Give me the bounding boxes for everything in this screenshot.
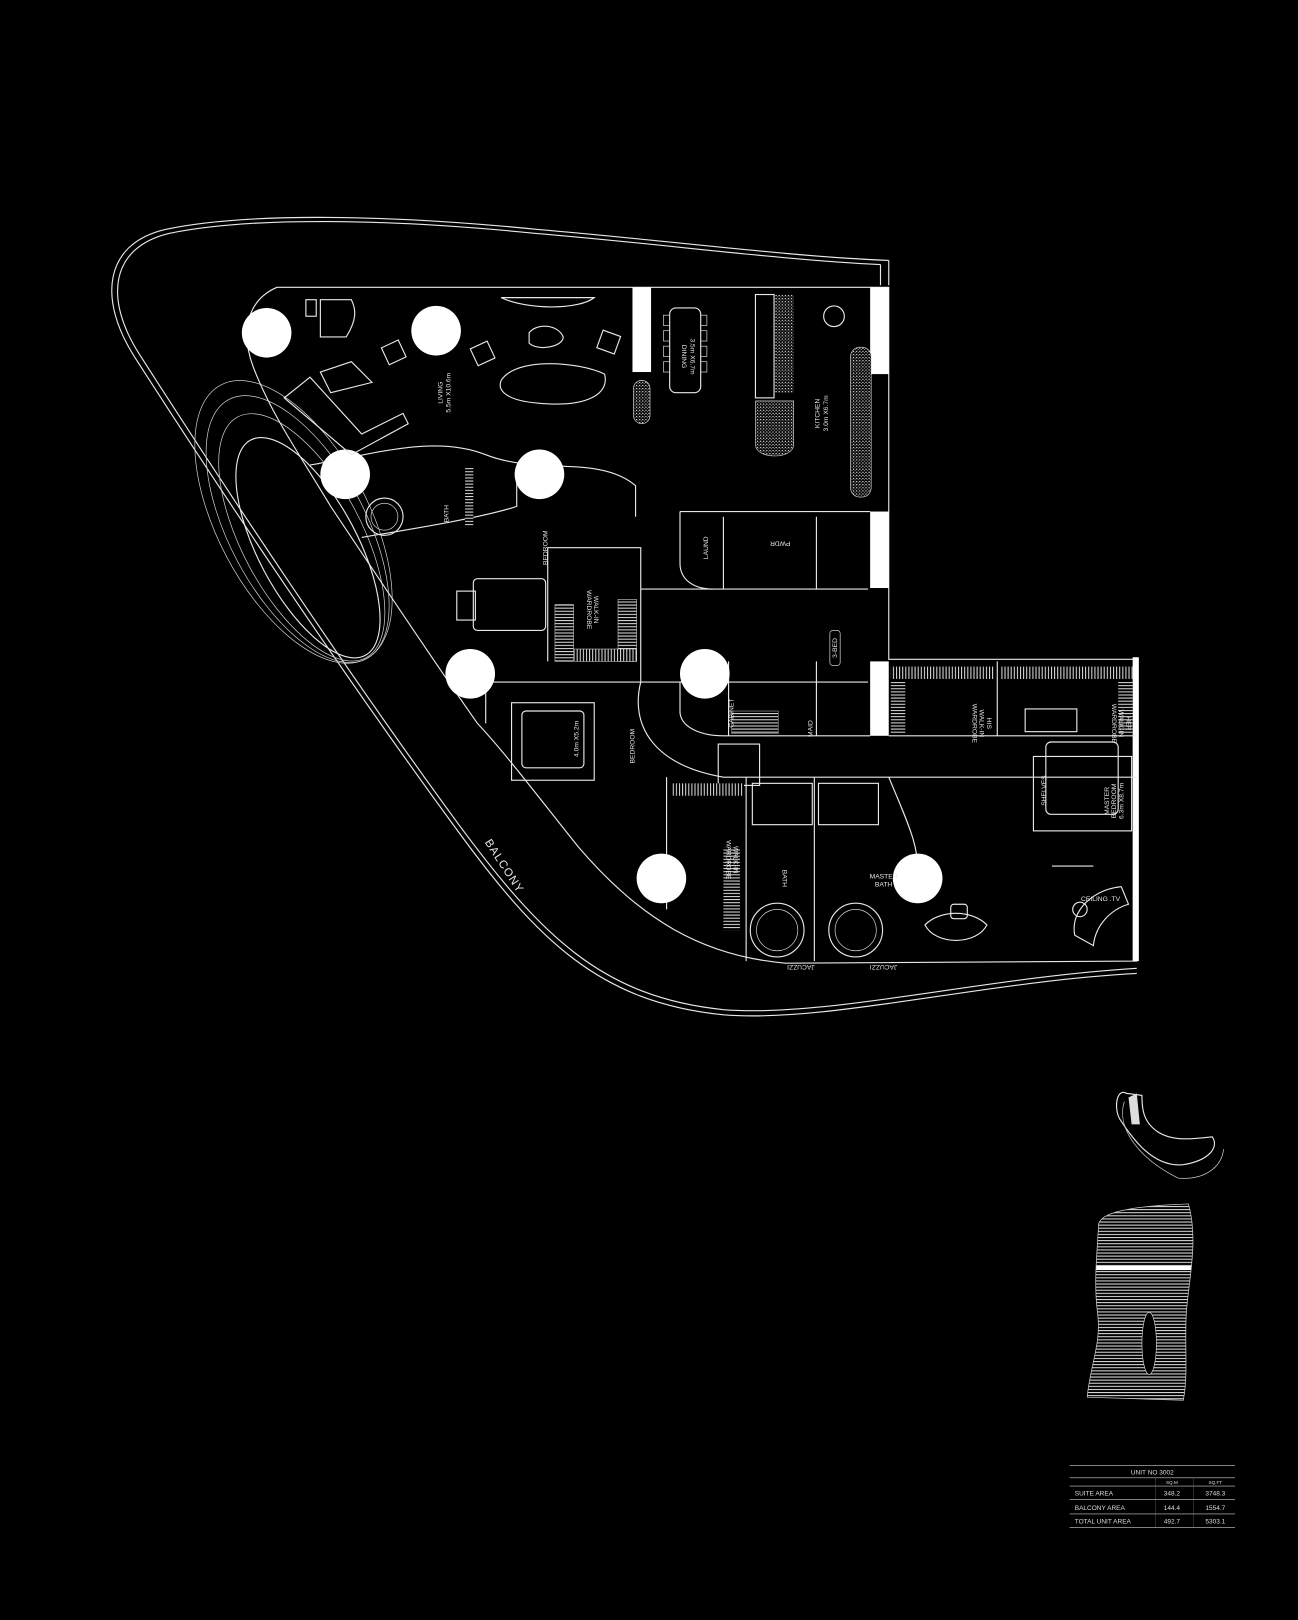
balcony-outline xyxy=(111,216,1137,1017)
label-jacuzzi-1: JACUZZI xyxy=(787,963,815,970)
label-walkin-2: WALK-INWARDROBE xyxy=(725,840,739,880)
row-label: TOTAL UNIT AREA xyxy=(1075,1518,1132,1525)
label-dining: 3.5m X6.7mDINING xyxy=(680,338,695,375)
label-three-bed: 3-BED xyxy=(832,638,839,658)
label-shelves: SHELVES xyxy=(1041,775,1048,806)
table-row: TOTAL UNIT AREA 492.7 5303.1 xyxy=(1075,1518,1226,1525)
label-bath-2: BATH xyxy=(780,870,787,888)
label-kitchen: KITCHEN3.0m X6.7m xyxy=(815,395,830,432)
building-elevation-thumbnail xyxy=(1086,1203,1194,1401)
label-jacuzzi-2: JACUZZI xyxy=(870,963,898,970)
column-header-sqft: SQ.FT xyxy=(1208,1480,1222,1485)
furniture xyxy=(283,293,1133,958)
table-title: UNIT NO 3002 xyxy=(1131,1470,1174,1477)
pillars xyxy=(241,305,943,904)
row-label: SUITE AREA xyxy=(1075,1490,1114,1497)
table-row: SUITE AREA 348.2 3748.3 xyxy=(1075,1490,1226,1497)
row-sqm: 348.2 xyxy=(1164,1490,1181,1497)
structural-walls xyxy=(632,287,1139,962)
row-sqft: 1554.7 xyxy=(1205,1505,1225,1512)
row-sqft: 3748.3 xyxy=(1205,1490,1225,1497)
label-living: LIVING5.5m X10.6m xyxy=(437,372,452,412)
label-bedroom-3: BEDROOM xyxy=(630,728,637,763)
label-bedroom-2: 4.0m X5.2m xyxy=(574,720,581,757)
column-header-sqm: SQ.M xyxy=(1166,1480,1178,1485)
label-master-bedroom: MASTERBEDROOM6.3m X8.7m xyxy=(1104,782,1125,819)
label-maid: MAID xyxy=(807,720,814,737)
label-his-walkin: HISWALK-INWARDROBE xyxy=(970,704,991,744)
label-cabinet: CABINET xyxy=(729,699,736,728)
key-plan-thumbnail xyxy=(1115,1091,1224,1179)
row-label: BALCONY AREA xyxy=(1075,1505,1126,1512)
balcony-oval-feature xyxy=(194,380,393,664)
row-sqft: 5303.1 xyxy=(1205,1518,1225,1525)
label-bedroom-1: BEDROOM xyxy=(543,530,550,565)
label-laundry: LAUND xyxy=(703,536,710,559)
three-bed-tag xyxy=(829,630,841,666)
table-row: BALCONY AREA 144.4 1554.7 xyxy=(1075,1505,1226,1512)
label-balcony: BALCONY xyxy=(482,837,526,895)
area-table: UNIT NO 3002 SQ.M SQ.FT SUITE AREA 348.2… xyxy=(1069,1465,1235,1528)
label-her-walkin: HERWALK-INWARDROBE xyxy=(1110,704,1131,744)
row-sqm: 492.7 xyxy=(1164,1518,1181,1525)
label-walkin-1: WALK-INWARDROBE xyxy=(585,590,599,630)
label-ceiling-tv: CEILING .TV xyxy=(1081,896,1121,903)
label-bath-1: BATH xyxy=(444,505,451,523)
label-powder: PWDR xyxy=(770,540,791,547)
row-sqm: 144.4 xyxy=(1164,1505,1181,1512)
